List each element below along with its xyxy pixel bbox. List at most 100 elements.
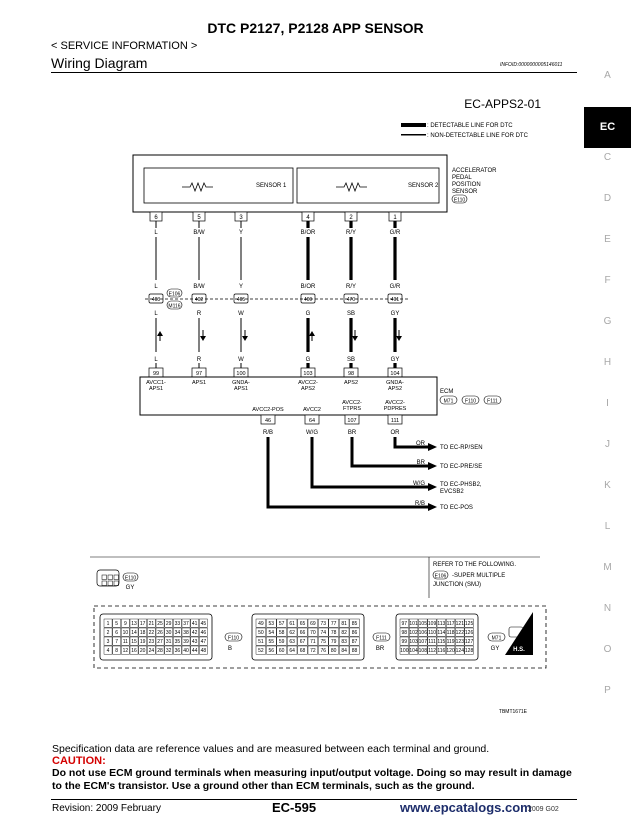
side-tab-g[interactable]: G	[603, 316, 612, 327]
ecm-output-label: PDPRES	[384, 406, 407, 412]
ecm-terminal-label: GNDA-	[386, 380, 404, 386]
wire-color-lower: L	[154, 311, 158, 317]
terminal-number: 104	[409, 648, 418, 654]
side-tab-i[interactable]: I	[606, 398, 609, 409]
connector-terminal	[276, 645, 287, 655]
terminal-number: 12	[123, 648, 129, 654]
ecm-output-pin-number: 64	[309, 418, 315, 424]
terminal-number: 56	[269, 648, 275, 654]
connector-terminal	[418, 645, 428, 655]
terminal-number: 30	[166, 630, 172, 636]
side-tab-j[interactable]: J	[605, 439, 610, 450]
connector-terminal	[409, 618, 419, 628]
side-tab-c[interactable]: C	[603, 152, 612, 163]
connector-terminal	[409, 627, 419, 637]
output-dest-color: BR	[417, 460, 426, 466]
connector-terminal	[147, 645, 156, 655]
sensor-connector-face	[96, 569, 120, 587]
ecm-outline	[139, 376, 438, 416]
connector-cavity	[101, 580, 107, 586]
ecm-terminal-label: APS1	[192, 380, 206, 386]
terminal-number: 103	[409, 639, 418, 645]
watermark[interactable]: www.epcatalogs.com	[400, 800, 532, 815]
side-index-tabs: A EC C D E F G H I J K L M N O P	[584, 66, 631, 722]
connector-terminal	[297, 618, 308, 628]
connector-terminal	[199, 627, 208, 637]
terminal-number: 110	[428, 630, 436, 636]
side-tab-k[interactable]: K	[604, 480, 611, 491]
output-destination: TO EC-PHSB2,	[440, 482, 482, 488]
ecm-pin-number: 98	[348, 371, 354, 377]
ecm-face-connector-color: B	[228, 646, 232, 652]
terminal-number: 115	[437, 639, 445, 645]
terminal-number: 57	[279, 621, 285, 627]
sensor-pin-number: 5	[197, 215, 201, 221]
breadcrumb[interactable]: < SERVICE INFORMATION >	[51, 40, 198, 52]
terminal-number: 33	[175, 621, 181, 627]
side-tab-f[interactable]: F	[604, 275, 611, 286]
connector-terminal	[318, 636, 329, 646]
terminal-number: 46	[201, 630, 207, 636]
refer-connector-id: E106	[435, 574, 447, 580]
ecm-output-pin-box	[344, 414, 360, 425]
side-tab-o[interactable]: O	[603, 644, 612, 655]
wire-color-lower: R	[197, 311, 202, 317]
terminal-number: 9	[124, 621, 127, 627]
sensor-connector-pins	[101, 574, 119, 586]
ecm-connector-frame	[93, 605, 547, 669]
wire-color-ecm: SB	[347, 357, 355, 363]
side-tab-d[interactable]: D	[603, 193, 612, 204]
wire-color-upper: G/R	[390, 230, 401, 236]
side-tab-n[interactable]: N	[603, 603, 612, 614]
terminal-number: 81	[341, 621, 347, 627]
connector-terminal	[446, 645, 456, 655]
sensor1-label: SENSOR 1	[256, 183, 287, 189]
terminal-number: 59	[279, 639, 285, 645]
wire-color-mid: L	[154, 284, 158, 290]
connector-terminal	[266, 645, 277, 655]
sensor-pin-number: 6	[154, 215, 158, 221]
connector-cavity	[107, 574, 113, 580]
side-tab-p[interactable]: P	[604, 685, 611, 696]
wire-color-lower: SB	[347, 311, 355, 317]
terminal-number: 112	[428, 648, 436, 654]
wire-color-mid: R/Y	[346, 284, 356, 290]
side-tab-ec[interactable]: EC	[584, 107, 631, 148]
connector-terminal	[399, 627, 409, 637]
terminal-number: 47	[201, 639, 207, 645]
connector-terminal	[418, 618, 428, 628]
output-destination: TO EC-POS	[440, 505, 473, 511]
side-tab-a[interactable]: A	[604, 70, 611, 81]
connector-terminal	[464, 636, 474, 646]
side-tab-h[interactable]: H	[603, 357, 612, 368]
joint-pin-box	[343, 293, 359, 304]
refer-note-2: -SUPER MULTIPLE	[452, 573, 505, 579]
connector-cavity	[107, 580, 113, 586]
terminal-number: 51	[258, 639, 264, 645]
connector-terminal	[427, 645, 437, 655]
terminal-number: 39	[183, 639, 189, 645]
connector-terminal	[455, 627, 465, 637]
joint-pin-number: 402	[195, 297, 204, 303]
ecm-terminal-label: APS2	[301, 386, 315, 392]
connector-terminal	[181, 636, 191, 646]
terminal-number: 44	[192, 648, 198, 654]
output-wire-path	[350, 437, 428, 468]
connector-terminal	[181, 618, 191, 628]
connector-terminal	[455, 645, 465, 655]
connector-terminal	[464, 618, 474, 628]
side-tab-m[interactable]: M	[603, 562, 612, 573]
connector-terminal	[190, 645, 199, 655]
connector-terminal	[427, 618, 437, 628]
terminal-number: 64	[289, 648, 295, 654]
connector-terminal	[199, 645, 208, 655]
wire-color-upper: L	[154, 230, 158, 236]
side-tab-e[interactable]: E	[604, 234, 611, 245]
sensor-conn-id: E110	[125, 576, 137, 582]
connector-terminal	[427, 627, 437, 637]
legend-detectable: : DETECTABLE LINE FOR DTC	[427, 123, 513, 129]
connector-terminal	[436, 645, 446, 655]
hs-triangle	[505, 612, 533, 655]
side-tab-l[interactable]: L	[604, 521, 611, 532]
